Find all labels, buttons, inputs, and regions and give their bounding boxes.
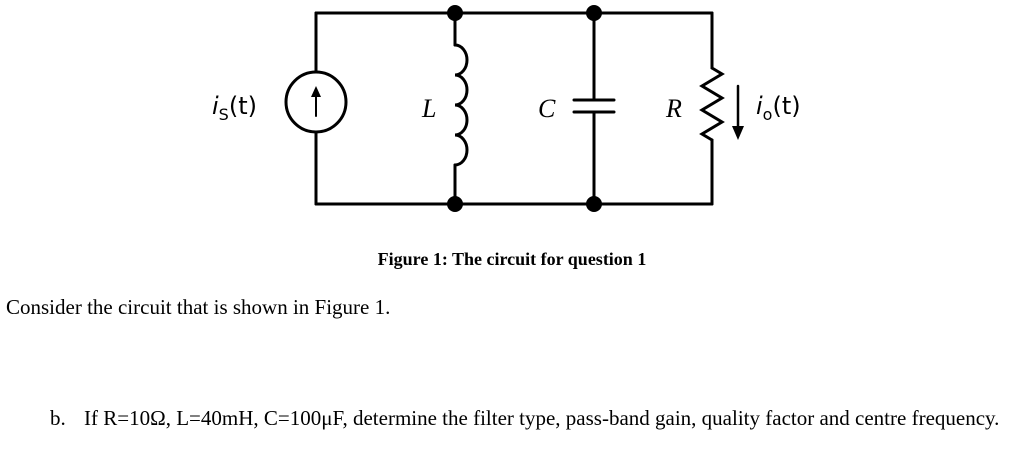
source-label: iS(t) — [212, 92, 257, 124]
node-dot-top-left — [447, 5, 463, 21]
resistor-label: R — [665, 94, 682, 123]
node-dot-top-right — [586, 5, 602, 21]
output-label-main: i — [756, 92, 763, 120]
resistor-zigzag — [699, 66, 725, 142]
inductor-label: L — [421, 94, 436, 123]
circuit-diagram: iS(t) L C R io(t) — [212, 5, 801, 212]
inductor-coil — [453, 43, 469, 167]
source-label-main: i — [212, 92, 219, 120]
figure-caption: Figure 1: The circuit for question 1 — [377, 249, 647, 269]
question-b: b. If R=10Ω, L=40mH, C=100μF, determine … — [50, 402, 1018, 435]
source-label-subscript: S — [219, 105, 229, 124]
output-label-subscript: o — [763, 105, 773, 124]
node-dot-bottom-left — [447, 196, 463, 212]
capacitor-label: C — [538, 94, 556, 123]
question-text: If R=10Ω, L=40mH, C=100μF, determine the… — [84, 406, 1000, 430]
output-arrow-head — [732, 126, 744, 140]
source-label-argument: (t) — [229, 92, 257, 120]
node-dot-bottom-right — [586, 196, 602, 212]
intro-paragraph: Consider the circuit that is shown in Fi… — [6, 295, 391, 319]
output-label: io(t) — [756, 92, 801, 124]
question-marker: b. — [50, 406, 66, 430]
output-label-argument: (t) — [772, 92, 800, 120]
current-source-circle — [284, 70, 348, 134]
source-arrow-head — [311, 86, 321, 97]
